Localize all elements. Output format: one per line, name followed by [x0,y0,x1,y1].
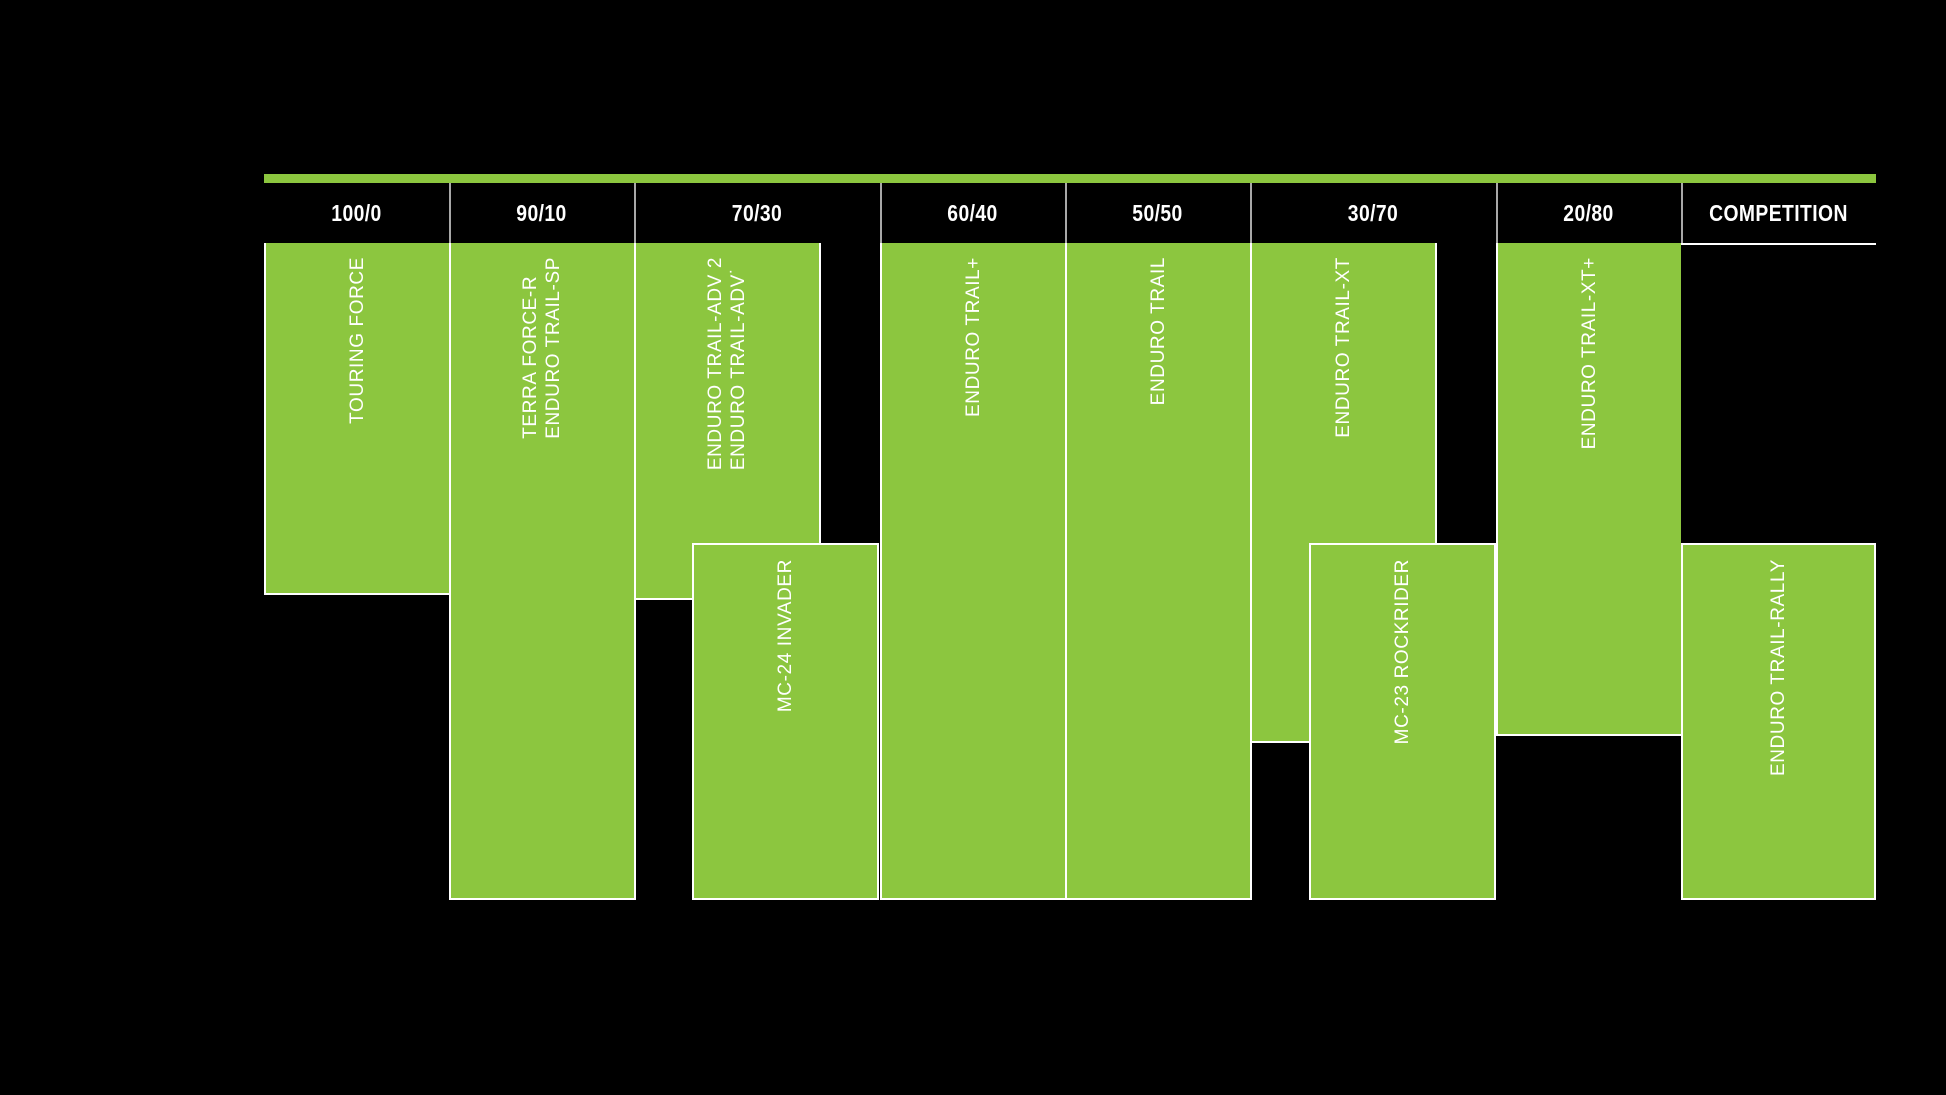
top-accent-rule [264,174,1876,183]
bar-label-enduro-trail-xt-plus: ENDURO TRAIL-XT+ [1578,257,1600,450]
bar-label-terra-force-r: TERRA FORCE-R [520,275,542,439]
header-divider-6 [1496,183,1498,243]
column-header-100-0[interactable]: 100/0 [331,199,382,226]
bar-label-enduro-trail-xt: ENDURO TRAIL-XT [1332,257,1354,438]
bar-enduro-trail-xt-plus[interactable]: ENDURO TRAIL-XT+ [1496,243,1683,736]
bar-label-enduro-trail: ENDURO TRAIL [1147,257,1169,406]
bar-label-group: ENDURO TRAIL+ [882,257,1065,417]
column-header-competition[interactable]: COMPETITION [1709,199,1848,226]
bar-enduro-trail-plus[interactable]: ENDURO TRAIL+ [880,243,1067,900]
usage-ratio-chart: 100/0 90/10 70/30 60/40 50/50 30/70 20/8… [264,174,1876,900]
bar-label-group: MC-23 ROCKRIDER [1311,559,1494,744]
bar-label-enduro-trail-rally: ENDURO TRAIL-RALLY [1767,559,1789,777]
competition-empty-cell [1681,243,1876,543]
column-header-50-50[interactable]: 50/50 [1132,199,1183,226]
bar-label-group: TOURING FORCE [266,257,449,424]
bar-label-group: ENDURO TRAIL [1067,257,1250,405]
header-divider-5 [1250,183,1252,243]
bar-enduro-trail[interactable]: ENDURO TRAIL [1065,243,1252,900]
bar-label-enduro-trail-adv-2: ENDURO TRAIL-ADV 2 [705,257,727,471]
column-header-30-70[interactable]: 30/70 [1347,199,1399,226]
bar-label-enduro-trail-plus: ENDURO TRAIL+ [962,257,984,418]
header-divider-3 [880,183,882,243]
bar-label-mc-23-rockrider: MC-23 ROCKRIDER [1391,559,1413,745]
plot-area: TOURING FORCE TERRA FORCE-R ENDURO TRAIL… [264,243,1876,900]
bar-label-group: ENDURO TRAIL-XT [1252,257,1435,438]
column-header-70-30[interactable]: 70/30 [731,199,783,226]
column-header-20-80[interactable]: 20/80 [1563,199,1614,226]
bar-label-mc-24-invader: MC-24 INVADER [774,559,796,713]
bar-enduro-trail-adv[interactable]: ENDURO TRAIL-ADV 2 ENDURO TRAIL-ADV˙ [634,243,821,600]
bar-label-group: TERRA FORCE-R ENDURO TRAIL-SP [451,257,634,439]
category-header-band: 100/0 90/10 70/30 60/40 50/50 30/70 20/8… [264,183,1876,243]
bar-enduro-trail-rally[interactable]: ENDURO TRAIL-RALLY [1681,543,1876,900]
bar-mc-24-invader[interactable]: MC-24 INVADER [692,543,879,900]
header-divider-7 [1681,183,1683,243]
bar-label-group: MC-24 INVADER [694,559,877,712]
bar-mc-23-rockrider[interactable]: MC-23 ROCKRIDER [1309,543,1496,900]
column-header-60-40[interactable]: 60/40 [947,199,998,226]
bar-label-group: ENDURO TRAIL-RALLY [1683,559,1874,776]
header-divider-1 [449,183,451,243]
bar-touring-force[interactable]: TOURING FORCE [264,243,451,595]
bar-label-group: ENDURO TRAIL-XT+ [1498,257,1681,449]
bar-terra-force-r[interactable]: TERRA FORCE-R ENDURO TRAIL-SP [449,243,636,900]
bar-label-group: ENDURO TRAIL-ADV 2 ENDURO TRAIL-ADV˙ [636,257,819,470]
bar-label-enduro-trail-adv: ENDURO TRAIL-ADV˙ [728,267,749,471]
header-divider-4 [1065,183,1067,243]
header-divider-2 [634,183,636,243]
bar-label-enduro-trail-sp: ENDURO TRAIL-SP [543,257,564,439]
column-header-90-10[interactable]: 90/10 [516,199,567,226]
bar-label-touring-force: TOURING FORCE [346,257,368,424]
